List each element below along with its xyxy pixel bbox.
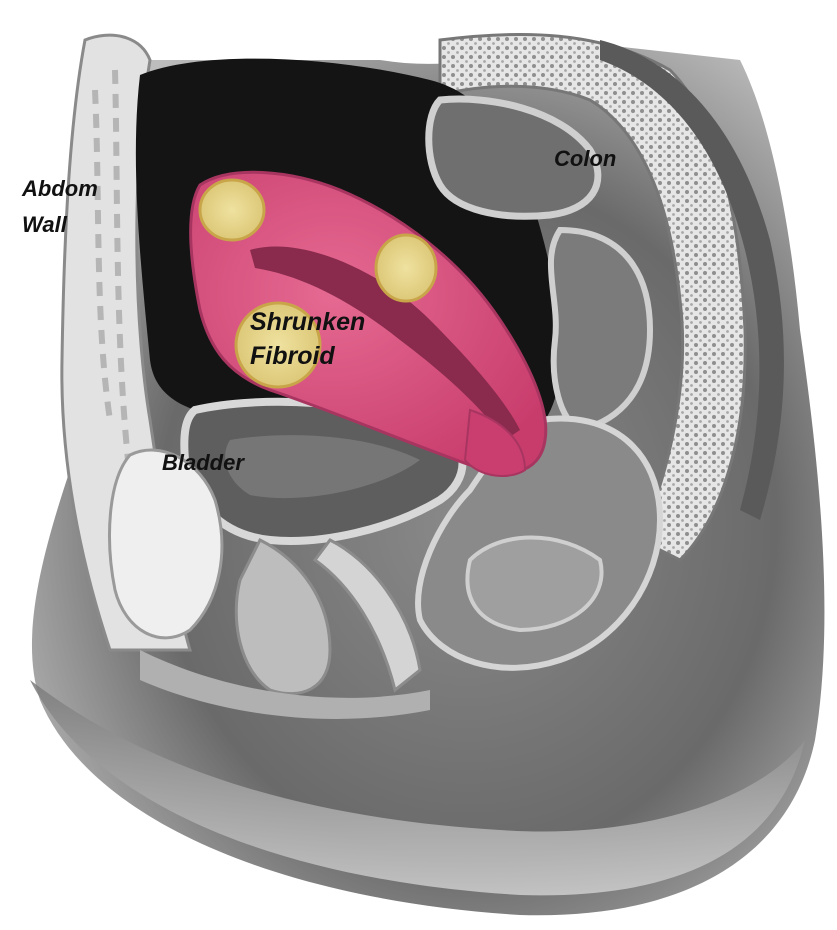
- label-fibroid-line1: Shrunken: [250, 308, 365, 336]
- label-bladder: Bladder: [162, 450, 245, 475]
- label-abdom-wall-line2: Wall: [22, 212, 68, 237]
- label-fibroid-line2: Fibroid: [250, 342, 335, 370]
- pubic-bone: [110, 450, 222, 638]
- label-abdom-wall-line1: Abdom: [21, 176, 98, 201]
- fibroid-top-left: [200, 180, 264, 240]
- fibroid-right: [376, 235, 436, 301]
- label-colon: Colon: [554, 146, 616, 171]
